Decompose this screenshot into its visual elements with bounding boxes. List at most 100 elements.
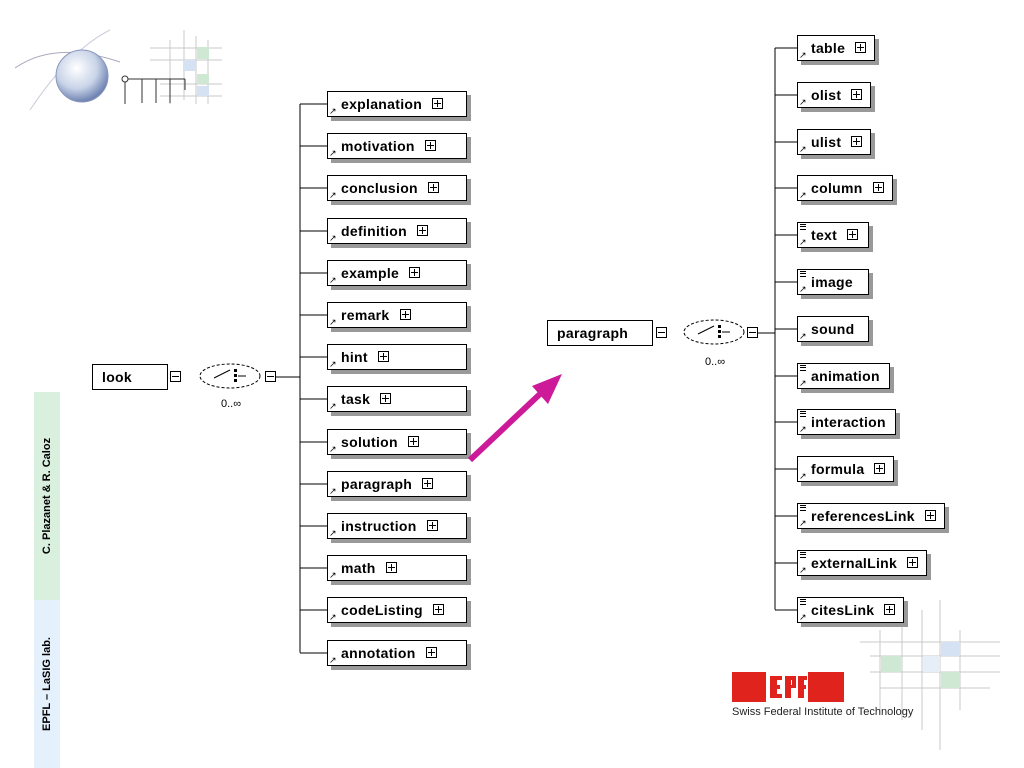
institution-caption: Swiss Federal Institute of Technology	[732, 706, 914, 718]
expand-icon[interactable]	[851, 89, 862, 100]
collapse-icon[interactable]	[265, 371, 276, 382]
collapse-icon[interactable]	[747, 327, 758, 338]
expand-icon[interactable]	[873, 182, 884, 193]
element-node-interaction[interactable]: ↗ interaction	[797, 409, 896, 435]
node-label: animation	[811, 368, 880, 384]
node-label: ulist	[811, 134, 842, 150]
reference-arrow-icon: ↗	[799, 331, 807, 341]
reference-arrow-icon: ↗	[329, 148, 337, 158]
node-label: interaction	[811, 414, 886, 430]
look-root-node[interactable]: look	[92, 364, 168, 390]
element-node-olist[interactable]: ↗olist	[797, 82, 889, 108]
node-label: instruction	[341, 518, 417, 534]
node-label: example	[341, 265, 400, 281]
expand-icon[interactable]	[408, 436, 419, 447]
element-node-task[interactable]: ↗task	[327, 386, 487, 412]
reference-arrow-icon: ↗	[329, 612, 337, 622]
element-node-conclusion[interactable]: ↗ conclusion	[327, 175, 487, 201]
expand-icon[interactable]	[386, 562, 397, 573]
node-box	[797, 550, 927, 576]
element-node-citeslink[interactable]: ↗citesLink	[797, 597, 904, 623]
expand-icon[interactable]	[432, 98, 443, 109]
element-node-remark[interactable]: ↗remark	[327, 302, 487, 328]
node-box	[327, 91, 467, 117]
element-node-explanation[interactable]: ↗explanation	[327, 91, 487, 117]
node-box	[327, 386, 467, 412]
node-label: definition	[341, 223, 407, 239]
expand-icon[interactable]	[426, 647, 437, 658]
element-node-codelisting[interactable]: ↗codeListing	[327, 597, 487, 623]
reference-arrow-icon: ↗	[799, 50, 807, 60]
expand-icon[interactable]	[425, 140, 436, 151]
element-node-math[interactable]: ↗math	[327, 555, 487, 581]
element-node-solution[interactable]: ↗ solution	[327, 429, 487, 455]
reference-arrow-icon: ↗	[329, 106, 337, 116]
node-box	[797, 316, 869, 342]
paragraph-root-node[interactable]: paragraph	[547, 320, 653, 346]
collapse-icon[interactable]	[170, 371, 181, 382]
expand-icon[interactable]	[417, 225, 428, 236]
right-cardinality: 0..∞	[705, 356, 726, 368]
node-box	[327, 133, 467, 159]
expand-icon[interactable]	[925, 510, 936, 521]
expand-icon[interactable]	[847, 229, 858, 240]
element-node-example[interactable]: ↗ example	[327, 260, 487, 286]
node-label: conclusion	[341, 180, 418, 196]
node-label: solution	[341, 434, 398, 450]
reference-arrow-icon: ↗	[329, 444, 337, 454]
element-node-text[interactable]: ↗text	[797, 222, 889, 248]
element-node-hint[interactable]: ↗hint	[327, 344, 487, 370]
expand-icon[interactable]	[422, 478, 433, 489]
lab-band: EPFL – LaSIG lab.	[34, 600, 60, 768]
element-node-paragraph[interactable]: ↗paragraph	[327, 471, 487, 497]
element-node-image[interactable]: ↗image	[797, 269, 889, 295]
collapse-icon[interactable]	[656, 327, 667, 338]
element-node-externallink[interactable]: ↗ externalLink	[797, 550, 927, 576]
element-node-animation[interactable]: ↗animation	[797, 363, 890, 389]
simple-type-icon	[800, 365, 806, 371]
expand-icon[interactable]	[400, 309, 411, 320]
node-label: externalLink	[811, 555, 898, 571]
lasig-logo-graphic	[14, 29, 222, 111]
reference-arrow-icon: ↗	[799, 471, 807, 481]
reference-arrow-icon: ↗	[329, 190, 337, 200]
element-node-formula[interactable]: ↗formula	[797, 456, 894, 482]
expand-icon[interactable]	[874, 463, 885, 474]
grid-decoration	[860, 600, 1000, 750]
reference-arrow-icon: ↗	[799, 565, 807, 575]
expand-icon[interactable]	[380, 393, 391, 404]
node-label: referencesLink	[811, 508, 915, 524]
expand-icon[interactable]	[409, 267, 420, 278]
node-box	[797, 409, 896, 435]
reference-arrow-icon: ↗	[329, 486, 337, 496]
expand-icon[interactable]	[433, 604, 444, 615]
node-label: table	[811, 40, 846, 56]
expand-icon[interactable]	[907, 557, 918, 568]
reference-arrow-icon: ↗	[799, 284, 807, 294]
element-node-referenceslink[interactable]: ↗referencesLink	[797, 503, 945, 529]
expand-icon[interactable]	[851, 136, 862, 147]
node-box	[327, 471, 467, 497]
element-node-instruction[interactable]: ↗instruction	[327, 513, 487, 539]
sequence-compositor-icon	[199, 363, 261, 389]
expand-icon[interactable]	[884, 604, 895, 615]
element-node-column[interactable]: ↗column	[797, 175, 893, 201]
node-label: olist	[811, 87, 842, 103]
expand-icon[interactable]	[428, 182, 439, 193]
expand-icon[interactable]	[378, 351, 389, 362]
reference-arrow-icon: ↗	[799, 424, 807, 434]
node-box	[327, 513, 467, 539]
element-node-motivation[interactable]: ↗motivation	[327, 133, 487, 159]
element-node-table[interactable]: ↗ table	[797, 35, 889, 61]
reference-arrow-icon: ↗	[329, 275, 337, 285]
node-label: citesLink	[811, 602, 875, 618]
paragraph-root-label: paragraph	[557, 325, 629, 341]
expand-icon[interactable]	[427, 520, 438, 531]
element-node-ulist[interactable]: ↗ulist	[797, 129, 889, 155]
element-node-sound[interactable]: ↗sound	[797, 316, 889, 342]
element-node-definition[interactable]: ↗definition	[327, 218, 487, 244]
expand-icon[interactable]	[855, 42, 866, 53]
element-node-annotation[interactable]: ↗annotation	[327, 640, 487, 666]
node-box	[327, 344, 467, 370]
